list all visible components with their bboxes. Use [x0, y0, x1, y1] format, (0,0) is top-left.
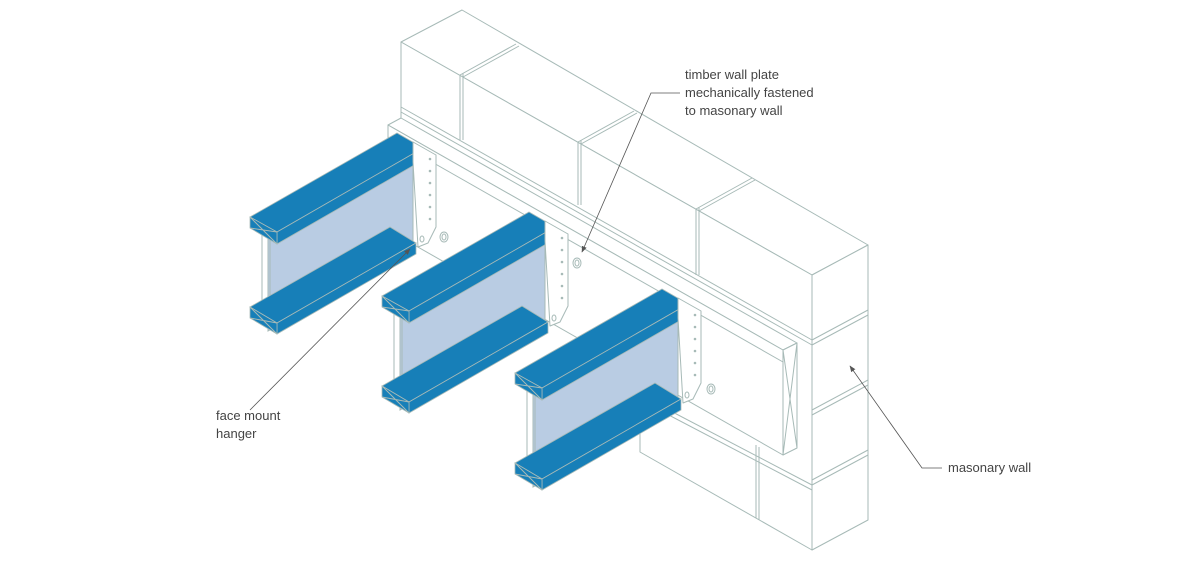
wall-plate-leader-arrow [581, 92, 680, 253]
label-line: masonary wall [948, 460, 1032, 475]
label-line: hanger [216, 426, 257, 441]
masonry-wall-label: masonary wall [948, 459, 1031, 477]
wall-leader-arrow [849, 365, 942, 469]
label-line: mechanically fastened [685, 85, 814, 100]
label-line: timber wall plate [685, 67, 779, 82]
label-line: to masonary wall [685, 103, 783, 118]
hanger-label: face mount hanger [216, 407, 280, 443]
wall-plate-label: timber wall plate mechanically fastened … [685, 66, 814, 120]
hanger-leader-arrow [249, 248, 411, 411]
label-line: face mount [216, 408, 281, 423]
